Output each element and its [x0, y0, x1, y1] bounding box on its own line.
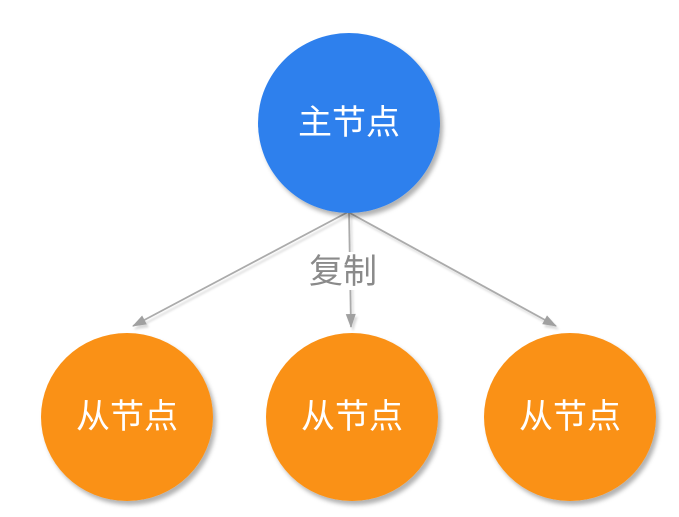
slave-node-1: 从节点 — [41, 333, 213, 501]
edge-label-background — [304, 252, 382, 290]
edge-label-group: 复制 — [304, 252, 382, 291]
master-node: 主节点 — [258, 33, 440, 213]
master-node-circle — [258, 33, 440, 213]
edge-master-to-slave-1 — [132, 211, 349, 327]
slave-node-3: 从节点 — [484, 333, 656, 501]
slave-node-1-circle — [41, 333, 213, 501]
slave-node-3-circle — [484, 333, 656, 501]
slave-node-2-label: 从节点 — [301, 398, 403, 436]
slave-node-2-circle — [266, 333, 438, 501]
edge-master-to-slave-3 — [347, 211, 557, 327]
master-node-label: 主节点 — [298, 104, 400, 142]
edge-label: 复制 — [309, 253, 377, 291]
slave-node-2: 从节点 — [266, 333, 438, 501]
slave-node-3-label: 从节点 — [519, 398, 621, 436]
slave-node-1-label: 从节点 — [76, 398, 178, 436]
